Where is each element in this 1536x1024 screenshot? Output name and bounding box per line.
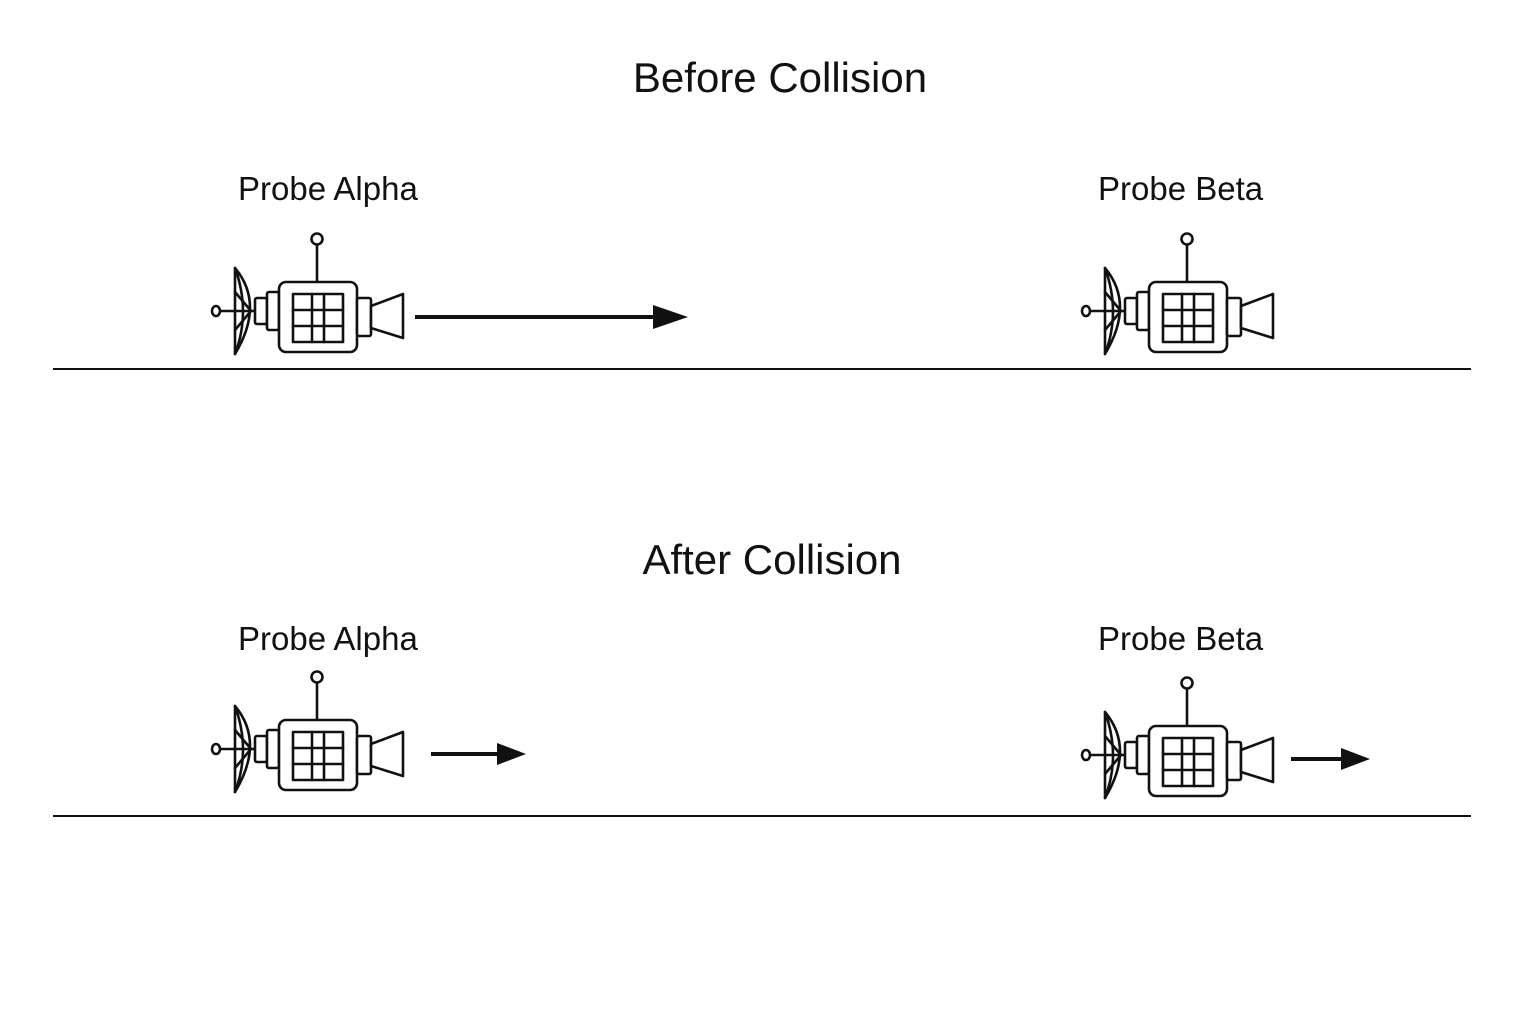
before-collision-panel: Before Collision Probe Alpha Probe Beta xyxy=(0,0,1536,440)
after-ground-line xyxy=(53,815,1471,817)
after-probe-alpha-label: Probe Alpha xyxy=(238,620,418,657)
after-collision-title: After Collision xyxy=(642,536,902,583)
before-probe-alpha-label: Probe Alpha xyxy=(238,170,418,207)
before-probe-beta-label: Probe Beta xyxy=(1098,170,1264,207)
after-probe-beta-velocity-arrow-icon xyxy=(1291,748,1370,770)
before-ground-line xyxy=(53,368,1471,370)
before-collision-title: Before Collision xyxy=(632,54,928,101)
before-probe-alpha-satellite-icon xyxy=(210,232,405,356)
after-probe-alpha-velocity-arrow-icon xyxy=(431,743,526,765)
before-probe-beta-satellite-icon xyxy=(1080,232,1275,356)
after-probe-beta-label: Probe Beta xyxy=(1098,620,1264,657)
after-probe-beta-satellite-icon xyxy=(1080,676,1275,800)
after-collision-panel: After Collision Probe Alpha Probe Beta xyxy=(0,470,1536,910)
before-probe-alpha-velocity-arrow-icon xyxy=(415,305,688,329)
after-probe-alpha-satellite-icon xyxy=(210,670,405,794)
